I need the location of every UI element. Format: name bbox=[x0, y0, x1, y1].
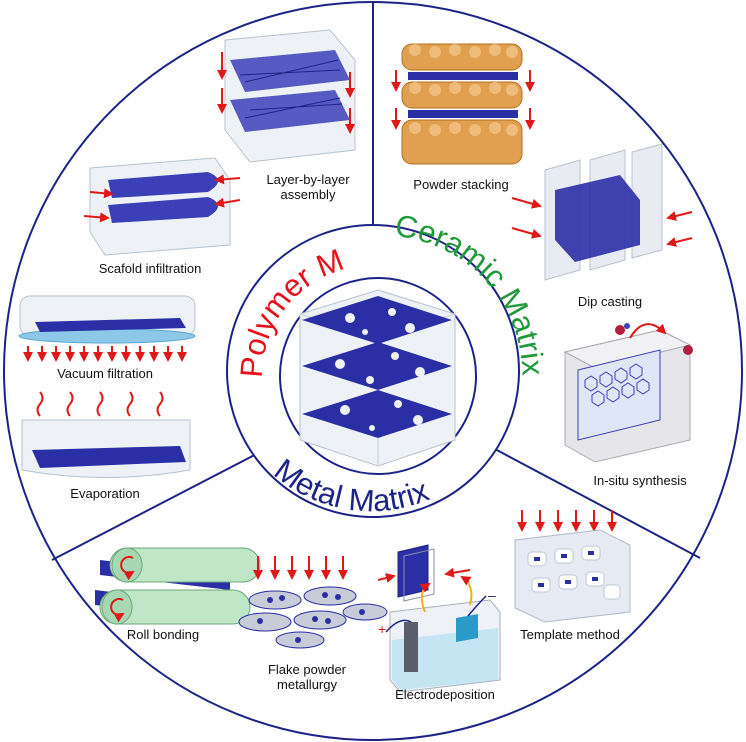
label-layer-by-layer-line1: Layer-by-layer bbox=[266, 172, 350, 187]
label-flake-powder-line1: Flake powder bbox=[267, 662, 347, 677]
center-flake-layer-bottom bbox=[302, 390, 452, 438]
label-vacuum-filtration: Vacuum filtration bbox=[57, 366, 153, 381]
label-in-situ-synthesis: In-situ synthesis bbox=[593, 473, 687, 488]
layer-by-layer-figure bbox=[217, 29, 356, 163]
template-method-figure bbox=[514, 510, 631, 623]
powder-stacking-figure bbox=[391, 43, 535, 165]
center-flake-layer-top bbox=[302, 296, 452, 344]
label-powder-stacking: Powder stacking bbox=[413, 177, 509, 192]
center-flake-layer-middle bbox=[302, 342, 452, 390]
label-scafold-infiltration: Scafold infiltration bbox=[98, 261, 202, 276]
label-evaporation: Evaporation bbox=[70, 486, 140, 501]
divider-right bbox=[477, 439, 701, 559]
scafold-infiltration-figure bbox=[83, 157, 241, 256]
label-roll-bonding: Roll bonding bbox=[126, 627, 200, 642]
svg-text:–: – bbox=[488, 587, 496, 603]
evaporation-figure bbox=[21, 391, 191, 478]
vacuum-filtration-figure bbox=[18, 295, 196, 362]
label-electrodeposition: Electrodeposition bbox=[395, 687, 495, 702]
label-flake-powder-line2: metallurgy bbox=[277, 677, 337, 692]
svg-text:+: + bbox=[378, 621, 386, 637]
dip-casting-figure bbox=[511, 143, 693, 281]
flake-powder-figure bbox=[238, 556, 388, 649]
label-layer-by-layer: Layer-by-layer assembly bbox=[258, 172, 358, 202]
center-composite-figure bbox=[299, 289, 456, 467]
label-layer-by-layer-line2: assembly bbox=[280, 187, 336, 202]
in-situ-synthesis-figure bbox=[563, 323, 693, 463]
label-dip-casting: Dip casting bbox=[577, 294, 643, 309]
label-template-method: Template method bbox=[520, 627, 620, 642]
roll-bonding-figure bbox=[95, 547, 261, 625]
label-flake-powder: Flake powder metallurgy bbox=[252, 662, 362, 692]
electrodeposition-figure: + – bbox=[377, 544, 501, 693]
divider-left bbox=[51, 446, 271, 561]
